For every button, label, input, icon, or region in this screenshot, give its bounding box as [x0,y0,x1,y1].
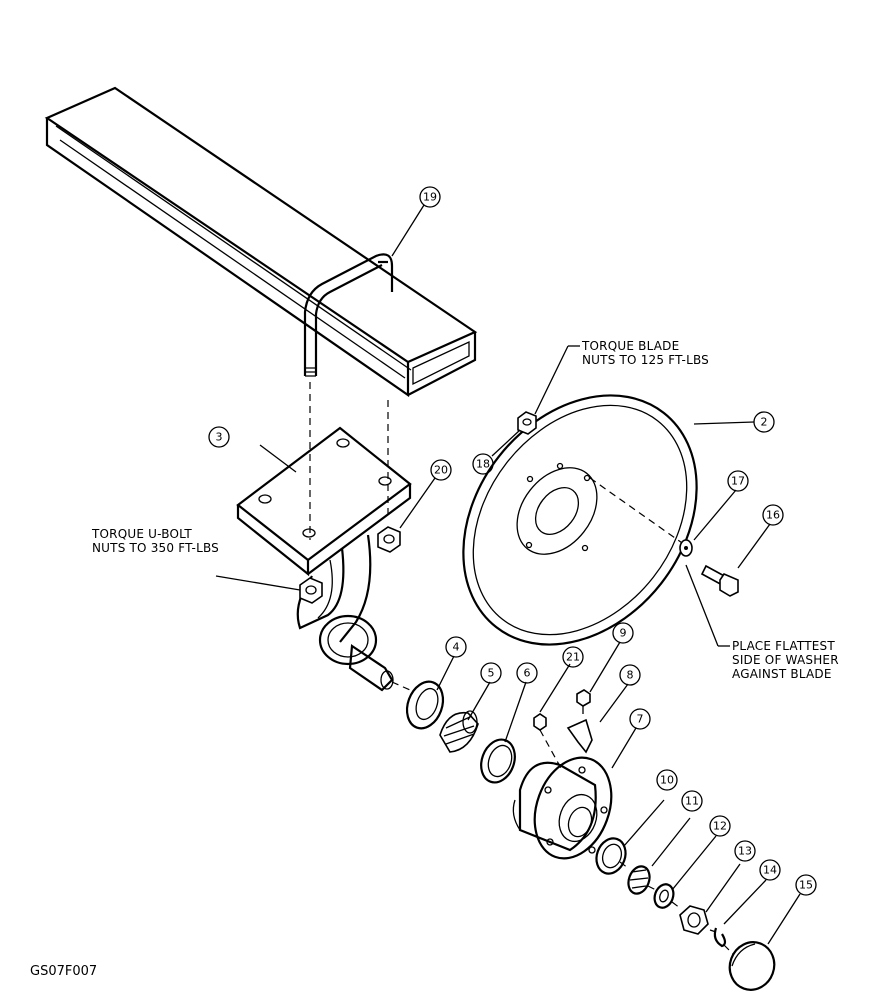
note-blade-torque: TORQUE BLADE NUTS TO 125 FT-LBS [568,339,709,367]
svg-text:3: 3 [216,431,223,444]
svg-text:PLACE FLATTEST: PLACE FLATTEST [732,639,835,653]
svg-text:TORQUE U-BOLT: TORQUE U-BOLT [91,527,192,541]
seal-4 [405,680,445,730]
callout-5: 5 [480,662,502,684]
svg-text:16: 16 [766,509,780,522]
callout-18: 18 [472,453,494,475]
svg-text:4: 4 [453,641,460,654]
blade-bolt-path [589,477,686,546]
svg-text:20: 20 [434,464,448,477]
disc-blade [462,394,698,646]
castle-nut-13 [679,905,709,935]
svg-text:2: 2 [761,416,768,429]
callout-15: 15 [795,874,817,896]
blade-nut-18 [517,411,537,435]
callout-12: 12 [709,815,731,837]
svg-text:SIDE OF WASHER: SIDE OF WASHER [732,653,839,667]
svg-text:7: 7 [637,713,644,726]
callout-10: 10 [656,769,678,791]
svg-text:17: 17 [731,475,745,488]
svg-text:14: 14 [763,864,777,877]
callout-20: 20 [430,459,452,481]
leader-lines [215,204,801,945]
spindle-axis-dash-1 [391,681,411,691]
fitting-path [539,729,563,771]
bearing-cup-6 [480,738,516,784]
svg-text:19: 19 [423,191,437,204]
svg-text:18: 18 [476,458,490,471]
callout-17: 17 [727,470,749,492]
svg-text:10: 10 [660,774,674,787]
svg-text:5: 5 [488,667,495,680]
hub-7 [512,756,613,860]
svg-text:11: 11 [685,795,699,808]
dust-cap-15 [728,941,776,991]
callout-9: 9 [612,622,634,644]
cotter-pin-14 [713,927,727,948]
svg-text:9: 9 [620,627,627,640]
callout-13: 13 [734,840,756,862]
note-washer: PLACE FLATTEST SIDE OF WASHER AGAINST BL… [718,639,839,681]
svg-text:13: 13 [738,845,752,858]
washer-12 [653,883,675,909]
bracket-8 [566,718,593,754]
bearing-11 [627,865,651,895]
callout-14: 14 [759,859,781,881]
callout-4: 4 [445,636,467,658]
grease-fitting-9 [576,689,591,714]
seal-10 [595,837,627,875]
svg-text:15: 15 [799,879,813,892]
axle-centerline [619,861,735,956]
drawing-code: GS07F007 [30,964,97,979]
callout-21: 21 [562,646,584,668]
callout-7: 7 [629,708,651,730]
square-tube [44,86,478,398]
washer-17 [679,539,693,557]
ubolt-nut-20 [377,526,401,553]
svg-text:6: 6 [524,667,531,680]
svg-text:NUTS TO 125 FT-LBS: NUTS TO 125 FT-LBS [582,353,709,367]
bolt-16 [700,564,739,597]
fitting-21 [533,713,547,731]
callout-16: 16 [762,504,784,526]
u-bolt [303,253,394,377]
callout-2: 2 [753,411,775,433]
callout-8: 8 [619,664,641,686]
svg-text:12: 12 [713,820,727,833]
callout-3: 3 [208,426,230,448]
note-ubolt-torque: TORQUE U-BOLT NUTS TO 350 FT-LBS [91,527,219,555]
callout-11: 11 [681,790,703,812]
svg-text:NUTS TO 350 FT-LBS: NUTS TO 350 FT-LBS [92,541,219,555]
callout-6: 6 [516,662,538,684]
svg-text:AGAINST BLADE: AGAINST BLADE [732,667,832,681]
svg-text:21: 21 [566,651,580,664]
callout-19: 19 [419,186,441,208]
svg-text:TORQUE BLADE: TORQUE BLADE [581,339,679,353]
bearing-cone-5 [439,710,479,753]
spindle-arm-assembly [236,426,412,692]
ubolt-nut-left [299,577,323,604]
svg-text:8: 8 [627,669,634,682]
